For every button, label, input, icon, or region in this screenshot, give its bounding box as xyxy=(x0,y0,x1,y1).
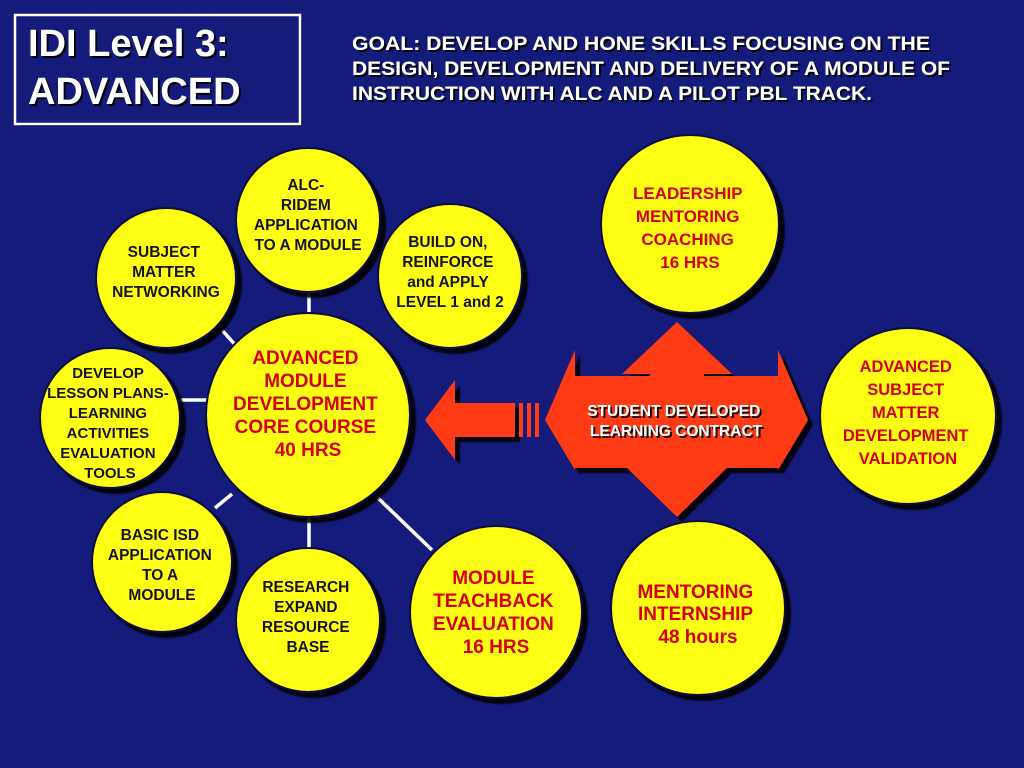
adv-subject-line-3: MATTER xyxy=(872,404,940,422)
node-develop-lesson: DEVELOP LESSON PLANS- LEARNING ACTIVITIE… xyxy=(39,347,181,489)
four-way-arrow: STUDENT DEVELOPED LEARNING CONTRACT xyxy=(545,322,808,517)
leadership-line-4: 16 HRS xyxy=(660,253,720,272)
node-leadership: LEADERSHIP MENTORING COACHING 16 HRS xyxy=(600,134,780,314)
arrow-left xyxy=(425,380,539,460)
svg-text:BUILD ON, REINFORCE: BUILD ON, REINFORCE and APPLY LEVEL 1 an… xyxy=(396,234,503,311)
goal-line-2: DESIGN, DEVELOPMENT AND DELIVERY OF A MO… xyxy=(352,59,950,80)
develop-line-5: EVALUATION xyxy=(60,445,155,462)
basic-line-4: MODULE xyxy=(128,587,195,604)
contract-line-1: STUDENT DEVELOPED xyxy=(587,403,760,420)
connector-basic xyxy=(213,492,234,510)
teachback-line-4: 16 HRS xyxy=(463,637,530,658)
center-line-4: CORE COURSE xyxy=(235,417,376,438)
develop-line-3: LEARNING xyxy=(69,405,147,422)
research-line-2: EXPAND xyxy=(274,599,337,616)
develop-line-2: LESSON PLANS- xyxy=(47,385,169,402)
node-advanced-subject: ADVANCED SUBJECT MATTER DEVELOPMENT VALI… xyxy=(819,327,997,505)
node-build-on: BUILD ON, REINFORCE and APPLY LEVEL 1 an… xyxy=(377,203,523,349)
subject-line-1: SUBJECT xyxy=(128,244,201,261)
alc-line-1: ALC- xyxy=(287,177,324,194)
research-line-1: RESEARCH xyxy=(262,579,349,596)
circles: ALC- RIDEM APPLICATION TO A MODULE BUILD… xyxy=(39,134,997,699)
center-line-3: DEVELOPMENT xyxy=(233,394,378,415)
center-line-1: ADVANCED xyxy=(252,348,358,369)
page-title: IDI Level 3: ADVANCED xyxy=(28,23,241,113)
mentoring-line-2: INTERNSHIP xyxy=(638,604,753,625)
basic-line-2: APPLICATION xyxy=(108,547,212,564)
adv-subject-line-2: SUBJECT xyxy=(867,381,944,399)
adv-subject-line-5: VALIDATION xyxy=(859,450,957,468)
develop-line-6: TOOLS xyxy=(84,465,135,482)
teachback-line-2: TEACHBACK xyxy=(433,591,554,612)
adv-subject-line-4: DEVELOPMENT xyxy=(843,427,969,445)
build-line-1: BUILD ON, xyxy=(408,234,487,251)
svg-text:BASIC ISD APPLICATION: BASIC ISD APPLICATION TO A MODULE xyxy=(108,527,216,604)
mentoring-line-3: 48 hours xyxy=(658,627,737,648)
leadership-line-1: LEADERSHIP xyxy=(633,184,742,203)
node-mentoring-internship: MENTORING INTERNSHIP 48 hours xyxy=(610,520,786,696)
arrow-stripe-1 xyxy=(519,403,523,437)
teachback-line-3: EVALUATION xyxy=(433,614,554,635)
basic-line-1: BASIC ISD xyxy=(121,527,199,544)
node-subject-matter: SUBJECT MATTER NETWORKING xyxy=(95,207,237,349)
arrow-stripe-2 xyxy=(527,403,531,437)
research-line-4: BASE xyxy=(286,639,329,656)
connector-teachback xyxy=(376,496,434,552)
build-line-3: and APPLY xyxy=(407,274,489,291)
node-basic-isd: BASIC ISD APPLICATION TO A MODULE xyxy=(91,491,233,633)
goal-line-3: INSTRUCTION WITH ALC AND A PILOT PBL TRA… xyxy=(352,84,872,105)
node-alc-ridem: ALC- RIDEM APPLICATION TO A MODULE xyxy=(235,147,381,293)
alc-line-2: RIDEM xyxy=(281,197,331,214)
subject-line-3: NETWORKING xyxy=(112,284,220,301)
subject-line-2: MATTER xyxy=(132,264,195,281)
svg-text:MODULE TEACHBACK: MODULE TEACHBACK EVALUATION 16 HRS xyxy=(433,568,559,658)
leadership-line-3: COACHING xyxy=(641,230,734,249)
goal-statement: GOAL: DEVELOP AND HONE SKILLS FOCUSING O… xyxy=(352,34,954,105)
svg-text:MENTORING INTERNSHIP: MENTORING INTERNSHIP 48 hours xyxy=(637,582,758,648)
title-line-2: ADVANCED xyxy=(28,71,241,113)
develop-line-4: ACTIVITIES xyxy=(67,425,150,442)
node-teachback: MODULE TEACHBACK EVALUATION 16 HRS xyxy=(409,525,583,699)
center-line-5: 40 HRS xyxy=(275,440,342,461)
title-box: IDI Level 3: ADVANCED xyxy=(13,13,302,126)
develop-line-1: DEVELOP xyxy=(72,365,144,382)
node-center: ADVANCED MODULE DEVELOPMENT CORE COURSE … xyxy=(205,312,411,518)
basic-line-3: TO A xyxy=(142,567,178,584)
svg-text:ADVANCED SUBJECT: ADVANCED SUBJECT MATTER DEVELOPMENT VALI… xyxy=(843,358,973,468)
alc-line-3: APPLICATION xyxy=(254,217,358,234)
build-line-4: LEVEL 1 and 2 xyxy=(396,294,503,311)
adv-subject-line-1: ADVANCED xyxy=(860,358,952,376)
svg-text:ALC- RIDEM APP: ALC- RIDEM APPLICATION TO A MODULE xyxy=(254,177,362,254)
contract-line-2: LEARNING CONTRACT xyxy=(590,423,763,440)
goal-line-1: GOAL: DEVELOP AND HONE SKILLS FOCUSING O… xyxy=(352,34,930,55)
node-research: RESEARCH EXPAND RESOURCE BASE xyxy=(235,547,381,693)
build-line-2: REINFORCE xyxy=(402,254,493,271)
leadership-line-2: MENTORING xyxy=(636,207,740,226)
teachback-line-1: MODULE xyxy=(452,568,534,589)
svg-text:ADVANCED MODULE: ADVANCED MODULE DEVELOPMENT CORE COURSE … xyxy=(233,348,383,461)
alc-line-4: TO A MODULE xyxy=(254,237,361,254)
mentoring-line-1: MENTORING xyxy=(637,582,753,603)
svg-text:RESEARCH EXPAND: RESEARCH EXPAND RESOURCE BASE xyxy=(262,579,354,656)
svg-text:LEADERSHIP MENTORING: LEADERSHIP MENTORING COACHING 16 HRS xyxy=(633,184,747,272)
arrow-stripe-3 xyxy=(535,403,539,437)
svg-text:DEVELOP LESSON PLANS-: DEVELOP LESSON PLANS- LEARNING ACTIVITIE… xyxy=(47,365,173,482)
contract-label: STUDENT DEVELOPED LEARNING CONTRACT xyxy=(587,403,765,440)
center-line-2: MODULE xyxy=(264,371,346,392)
research-line-3: RESOURCE xyxy=(262,619,350,636)
svg-text:SUBJECT MATTER: SUBJECT MATTER NETWORKING xyxy=(112,244,220,301)
title-line-1: IDI Level 3: xyxy=(28,23,229,65)
